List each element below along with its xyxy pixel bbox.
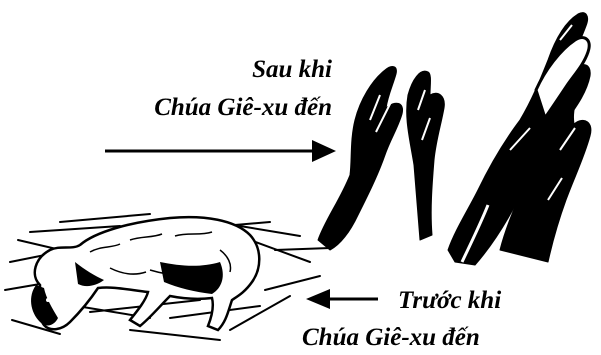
- left-arrow-icon: [306, 289, 378, 309]
- raised-hands-icon: [318, 13, 591, 265]
- lamb-on-sticks-icon: [5, 214, 330, 340]
- right-arrow-icon: [105, 140, 336, 162]
